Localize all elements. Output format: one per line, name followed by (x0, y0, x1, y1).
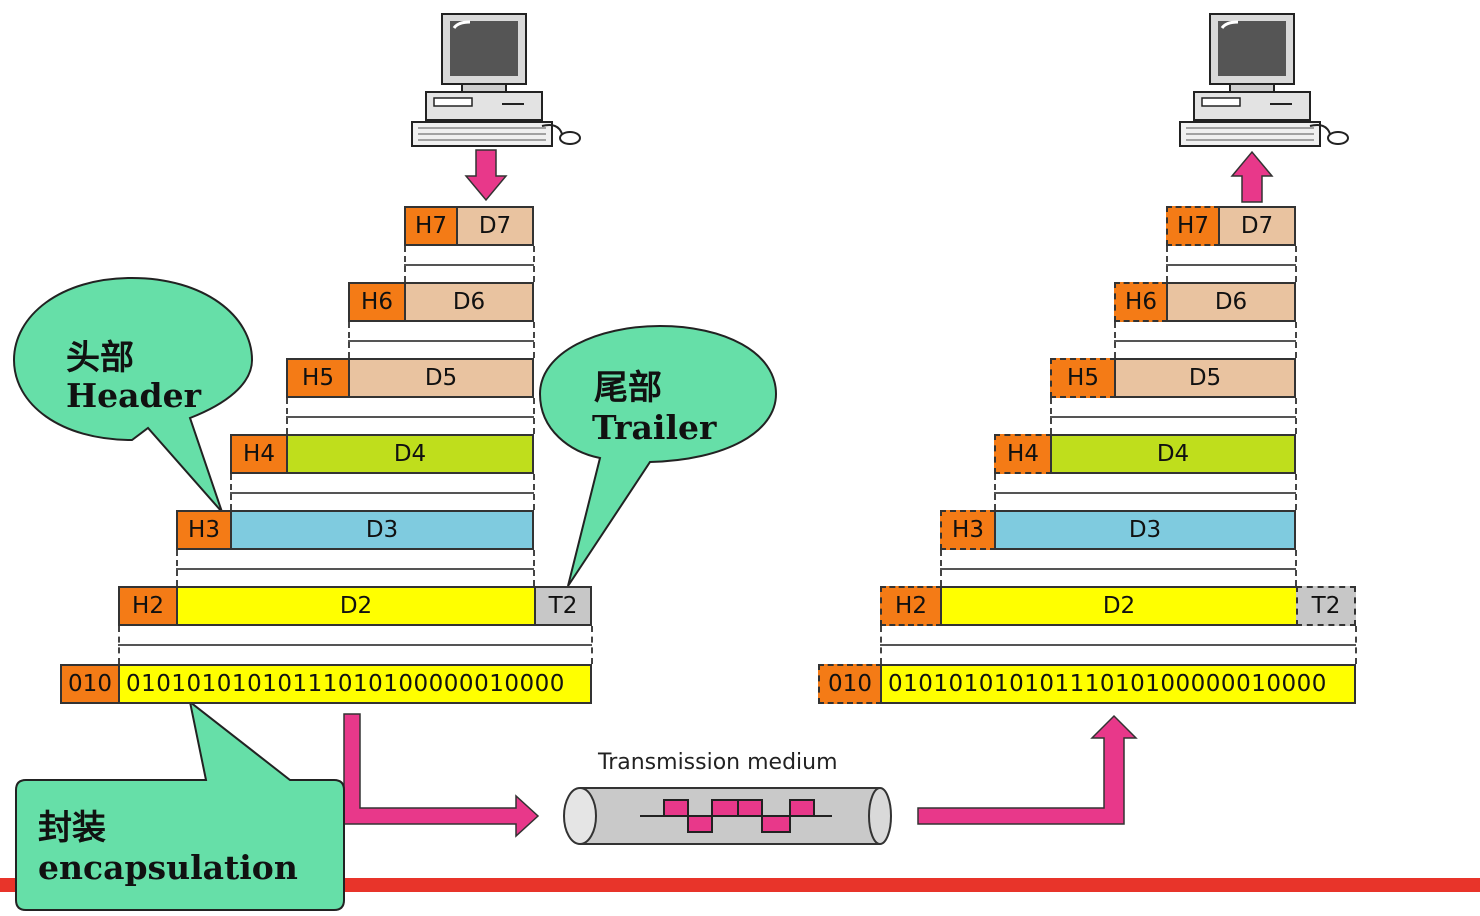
receiver-connector (1355, 626, 1357, 664)
receiver-data-d3: D3 (994, 510, 1296, 550)
sender-data-d5: D5 (348, 358, 534, 398)
sender-data-d4: D4 (286, 434, 534, 474)
sender-trailer-t2: T2 (534, 586, 592, 626)
sender-frame-prefix: 010 (60, 664, 120, 704)
header-callout-label-cn: 头部 (66, 338, 134, 378)
sender-to-medium-arrow (343, 713, 540, 838)
receiver-connector (1295, 474, 1297, 510)
trailer-callout-label-en: Trailer (592, 408, 717, 447)
sender-connector (348, 340, 534, 342)
sender-header-h2: H2 (118, 586, 178, 626)
receiver-connector (1050, 416, 1296, 418)
receiver-connector (1166, 264, 1296, 266)
sender-connector (533, 550, 535, 586)
receiver-connector (880, 644, 1356, 646)
sender-connector (533, 474, 535, 510)
receiver-frame-prefix: 010 (818, 664, 882, 704)
sender-data-d7: D7 (456, 206, 534, 246)
sender-connector (404, 264, 534, 266)
medium-to-receiver-arrow (917, 714, 1138, 825)
receiver-data-d7: D7 (1218, 206, 1296, 246)
sender-header-h4: H4 (230, 434, 288, 474)
sender-connector (118, 644, 592, 646)
down-arrow-icon (464, 149, 508, 202)
sender-data-d2: D2 (176, 586, 536, 626)
sender-connector (286, 416, 534, 418)
transmission-medium-label: Transmission medium (598, 750, 838, 775)
sender-header-h5: H5 (286, 358, 350, 398)
trailer-callout-bubble (538, 324, 778, 587)
receiver-connector (940, 568, 1296, 570)
encapsulation-callout-label-en: encapsulation (38, 848, 298, 887)
sender-connector (533, 246, 535, 282)
receiver-data-d4: D4 (1050, 434, 1296, 474)
trailer-callout-label-cn: 尾部 (594, 368, 662, 408)
bottom-bar (0, 878, 1480, 892)
sender-connector (533, 322, 535, 358)
receiver-data-d5: D5 (1114, 358, 1296, 398)
encapsulation-callout-bubble (15, 699, 345, 911)
transmission-medium-cable-icon (563, 787, 892, 845)
receiver-connector (1295, 398, 1297, 434)
receiver-data-d6: D6 (1166, 282, 1296, 322)
header-callout-label-en: Header (66, 376, 202, 415)
receiver-header-h7: H7 (1166, 206, 1220, 246)
header-callout-bubble (12, 276, 254, 513)
sender-connector (591, 626, 593, 664)
receiver-data-d2: D2 (940, 586, 1298, 626)
sender-connector (176, 568, 534, 570)
receiver-connector (994, 492, 1296, 494)
encapsulation-callout-label-cn: 封装 (38, 808, 106, 848)
sender-frame-bits: 01010101010111010100000010000 (118, 664, 592, 704)
receiver-frame-bits: 01010101010111010100000010000 (880, 664, 1356, 704)
sender-header-h3: H3 (176, 510, 232, 550)
sender-data-d6: D6 (404, 282, 534, 322)
receiver-computer-icon (1179, 13, 1349, 147)
sender-connector (230, 492, 534, 494)
receiver-header-h5: H5 (1050, 358, 1116, 398)
receiver-connector (1114, 340, 1296, 342)
sender-header-h6: H6 (348, 282, 406, 322)
sender-computer-icon (411, 13, 581, 147)
up-arrow-icon (1230, 150, 1274, 203)
sender-connector (533, 398, 535, 434)
receiver-header-h3: H3 (940, 510, 996, 550)
sender-data-d3: D3 (230, 510, 534, 550)
receiver-header-h6: H6 (1114, 282, 1168, 322)
receiver-header-h4: H4 (994, 434, 1052, 474)
receiver-header-h2: H2 (880, 586, 942, 626)
receiver-trailer-t2: T2 (1296, 586, 1356, 626)
receiver-connector (1295, 550, 1297, 586)
receiver-connector (1295, 246, 1297, 282)
receiver-connector (1295, 322, 1297, 358)
sender-header-h7: H7 (404, 206, 458, 246)
